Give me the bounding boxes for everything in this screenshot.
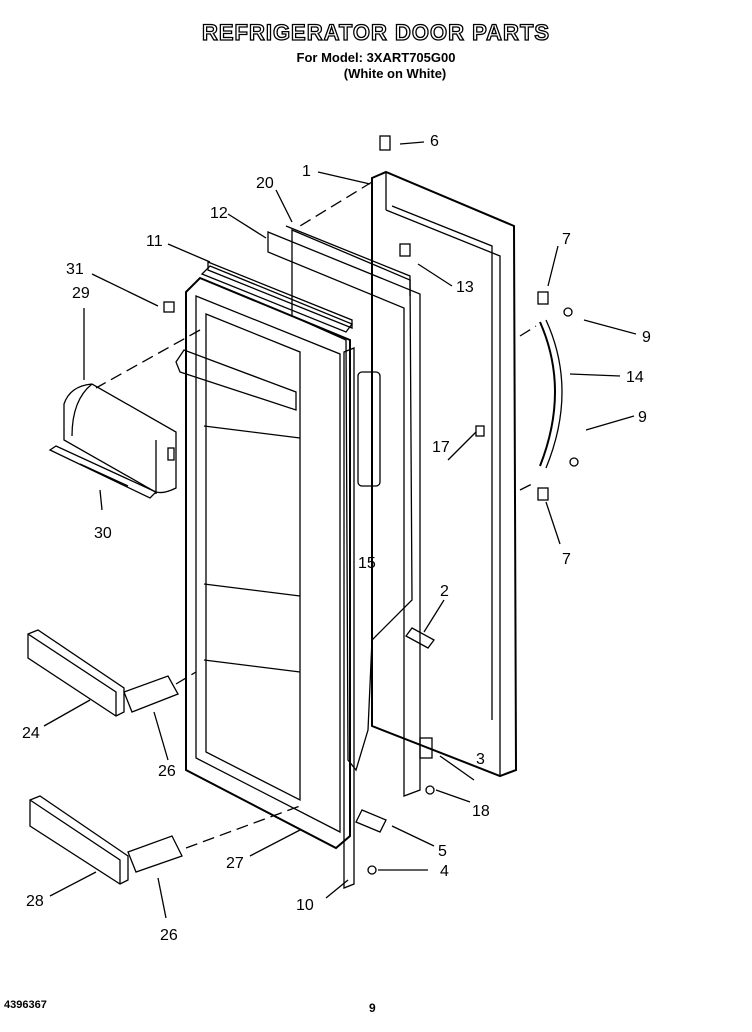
callout-11: 11: [146, 233, 163, 250]
callout-9-top: 9: [642, 329, 651, 346]
callout-3: 3: [476, 751, 485, 768]
callout-5: 5: [438, 843, 447, 860]
door-handle: [537, 291, 579, 501]
document-number: 4396367: [4, 999, 47, 1011]
callout-13: 13: [456, 279, 474, 296]
callout-31: 31: [66, 261, 84, 278]
leader-lines: [43, 141, 637, 919]
page-number: 9: [369, 1001, 376, 1015]
callout-2: 2: [440, 583, 449, 600]
top-trim: [207, 261, 353, 329]
callout-18: 18: [472, 803, 490, 820]
callout-26-lower: 26: [160, 927, 178, 944]
callout-12: 12: [210, 205, 228, 222]
door-shelf-lower: [29, 795, 129, 885]
callout-26-upper: 26: [158, 763, 176, 780]
callout-10: 10: [296, 897, 314, 914]
callout-7-bottom: 7: [562, 551, 571, 568]
breaker-strip: [343, 347, 355, 889]
page-title: REFRIGERATOR DOOR PARTS: [201, 19, 551, 45]
callout-7-top: 7: [562, 231, 571, 248]
shelf-end-cap-lower: [127, 835, 183, 873]
callout-1: 1: [302, 163, 311, 180]
callout-24: 24: [22, 725, 40, 742]
door-bin: [63, 383, 177, 494]
callout-9-bottom: 9: [638, 409, 647, 426]
callout-20: 20: [256, 175, 274, 192]
callout-15: 15: [358, 555, 376, 572]
callout-14: 14: [626, 369, 644, 386]
model-line: For Model: 3XART705G00: [296, 50, 456, 65]
color-line: (White on White): [343, 66, 447, 81]
hardware: [163, 135, 485, 875]
door-gasket: [267, 225, 421, 797]
callout-27: 27: [226, 855, 244, 872]
callout-6: 6: [430, 133, 439, 150]
shelf-end-cap-upper: [123, 675, 179, 713]
callout-17: 17: [432, 439, 450, 456]
door-handle-recess: [357, 371, 381, 487]
callout-29: 29: [72, 285, 90, 302]
outer-door-panel: [299, 170, 518, 778]
inner-door-liner: [175, 265, 354, 850]
bin-trim: [48, 445, 158, 499]
callout-28: 28: [26, 893, 44, 910]
callout-30: 30: [94, 525, 112, 542]
door-shelf-upper: [27, 629, 125, 717]
callout-4: 4: [440, 863, 449, 880]
callout-labels: 6 1 20 12 11 31 29 7 13 9 14 9 17 30 7 1…: [22, 133, 651, 944]
